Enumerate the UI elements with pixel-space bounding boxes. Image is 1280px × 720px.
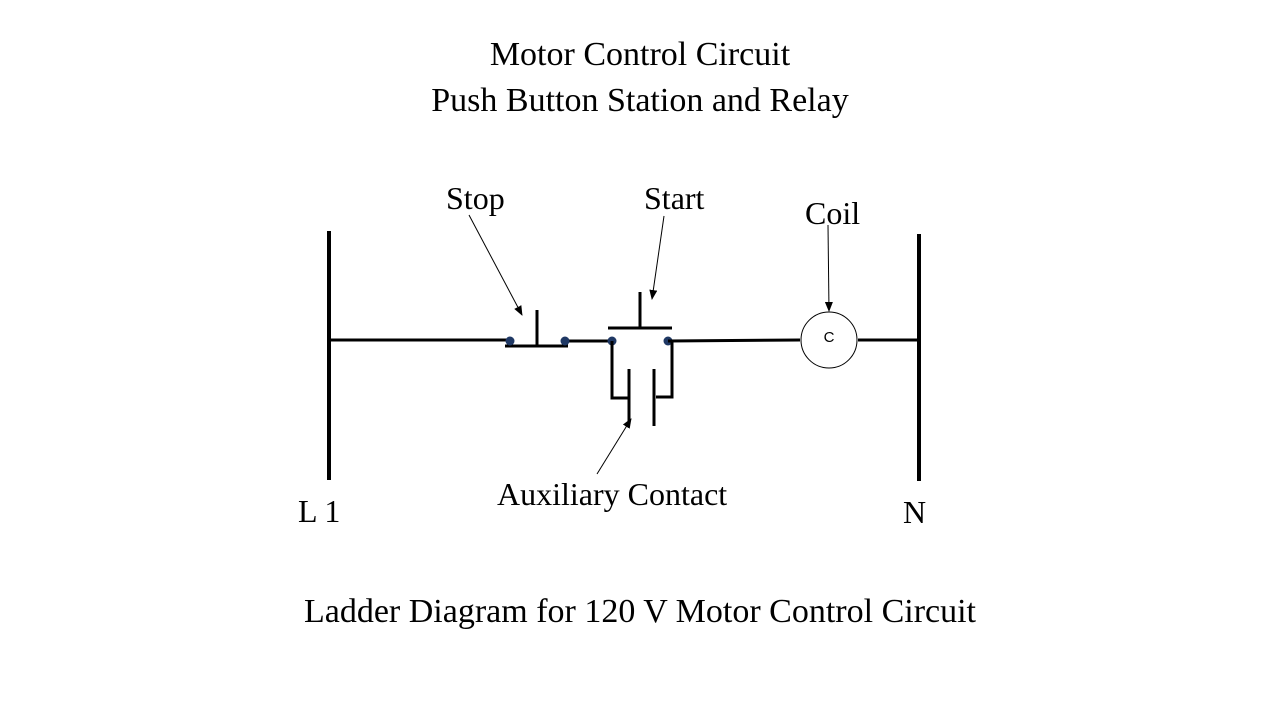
stop-label: Stop	[446, 180, 505, 216]
stop-pushbutton	[505, 310, 570, 348]
diagram-title: Motor Control Circuit	[489, 36, 791, 73]
start-leader-arrow	[649, 215, 665, 300]
neutral-label: N	[903, 494, 927, 530]
start-pushbutton	[607, 292, 673, 346]
diagram-caption: Ladder Diagram for 120 V Motor Control C…	[303, 593, 976, 630]
stop-leader-arrow	[468, 214, 523, 316]
stop-terminal-right	[560, 336, 570, 346]
auxiliary-contact	[610, 339, 674, 426]
coil-label: C	[823, 329, 835, 346]
auxiliary-leader-arrow	[596, 418, 632, 475]
auxiliary-contact-label: Auxiliary Contact	[497, 476, 728, 512]
start-label: Start	[644, 180, 705, 216]
l1-label: L 1	[298, 493, 341, 529]
stop-terminal-left	[505, 336, 515, 346]
coil-callout-label: Coil	[805, 195, 861, 231]
coil-leader-arrow	[824, 224, 833, 312]
rung-wire-start-to-coil	[667, 338, 801, 343]
diagram-subtitle: Push Button Station and Relay	[431, 82, 849, 119]
coil-symbol	[800, 311, 858, 369]
